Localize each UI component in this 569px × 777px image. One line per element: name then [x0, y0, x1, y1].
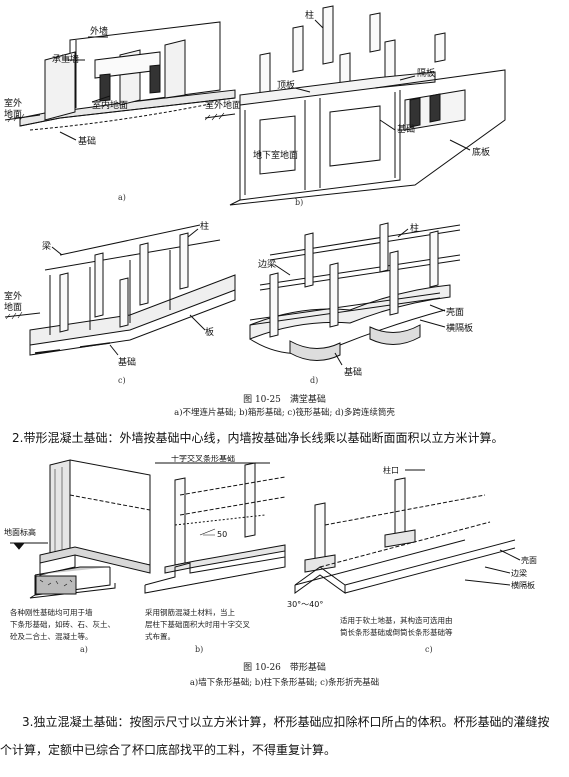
label-edge-beam: 边梁	[511, 568, 527, 578]
figure-10-26-c: 柱口 壳面 边梁 横隔板 30°～40° 适用于软土地基，其构造可选用由 筒长条…	[285, 455, 569, 655]
label-foundation: 基础	[78, 135, 96, 147]
figure-caption-10-26: 图 10-26 带形基础	[243, 663, 326, 673]
label-outdoor-ground: 室外地面	[205, 99, 241, 111]
figure-10-25-b: 柱 隔板 顶板 室外地面 基础 地下室地面 底板 b)	[205, 0, 569, 215]
label-angle: 30°～40°	[287, 600, 323, 609]
sub-label-a: a)	[80, 645, 88, 654]
note-b-2: 层柱下基础面积大时用十字交叉	[145, 619, 250, 629]
note-a-3: 砼及二合土、混凝土等。	[10, 631, 93, 641]
figure-subcaption-10-26: a)墙下条形基础; b)柱下条形基础; c)条形折壳基础	[189, 678, 380, 688]
label-column: 柱	[410, 222, 419, 234]
figure-10-25-d: 柱 边梁 壳面 横隔板 基础 d)	[230, 215, 569, 390]
note-c-1: 适用于软土地基，其构造可选用由	[340, 615, 453, 625]
label-column: 柱	[200, 220, 209, 232]
label-diaphragm: 横隔板	[511, 580, 535, 590]
note-a-1: 各种刚性基础均可用于墙	[10, 607, 93, 617]
label-foundation: 基础	[397, 123, 415, 135]
label-indoor-ground: 室内地面	[92, 99, 128, 111]
paragraph-isolated-foundation-line2: 个计算，定额中已综合了杯口底部找平的工料，不得重复计算。	[0, 743, 337, 757]
paragraph-isolated-foundation-line1: 3.独立混凝土基础：按图示尺寸以立方米计算，杯形基础应扣除杯口所占的体积。杯形基…	[22, 715, 550, 729]
label-ground: 地面	[4, 108, 22, 120]
label-slab: 板	[205, 326, 214, 338]
label-shell: 壳面	[446, 306, 464, 318]
figure-10-25-c: 柱 梁 室外 地面 板 基础 c)	[0, 215, 240, 390]
label-bearing-wall: 承重墙	[52, 53, 79, 65]
figure-subcaption-10-25: a)不埋连片基础; b)箱形基础; c)筏形基础; d)多跨连续筒壳	[174, 408, 395, 418]
label-dimension-50: 50	[217, 530, 227, 539]
label-cup-mouth: 柱口	[383, 465, 399, 475]
sub-label-b: b)	[295, 198, 303, 207]
label-beam: 梁	[42, 240, 51, 252]
label-outdoor: 室外	[4, 290, 22, 302]
label-bottom-slab: 底板	[472, 146, 490, 158]
label-foundation: 基础	[118, 356, 136, 368]
label-column: 柱	[305, 9, 314, 21]
note-a-2: 下条形基础，如砖、石、灰土、	[10, 619, 115, 629]
label-ground: 地面	[4, 301, 22, 313]
figure-10-25-a: 外墙 承重墙 室外 地面 室内地面 基础 a)	[0, 0, 240, 215]
label-diaphragm: 横隔板	[446, 322, 473, 334]
figure-10-26-a: 地面标高 各种刚性基础均可用于墙 下条形基础，如砖、石、灰土、 砼及二合土、混凝…	[0, 455, 160, 655]
label-outdoor: 室外	[4, 97, 22, 109]
sub-label-a: a)	[118, 193, 126, 202]
sub-label-c: c)	[425, 645, 433, 654]
sub-label-b: b)	[195, 645, 203, 654]
paragraph-strip-foundation: 2.带形混凝土基础：外墙按基础中心线，内墙按基础净长线乘以基础断面面积以立方米计…	[12, 431, 504, 445]
note-b-3: 式布置。	[145, 631, 175, 641]
note-c-2: 筒长条形基础或倒筒长条形基础等	[340, 627, 453, 637]
label-edge-beam: 边梁	[258, 258, 276, 270]
label-outer-wall: 外墙	[90, 25, 108, 37]
label-cross-strip: 十字交叉条形基础	[171, 455, 235, 463]
label-foundation: 基础	[344, 366, 362, 378]
label-top-slab: 顶板	[277, 79, 295, 91]
figure-10-26-b: 十字交叉条形基础 50 采用钢筋混凝土材料，当上 层柱下基础面积大时用十字交叉 …	[135, 455, 295, 655]
label-basement-ground: 地下室地面	[253, 149, 298, 161]
figure-caption-10-25: 图 10-25 满堂基础	[243, 395, 326, 405]
sub-label-d: d)	[310, 376, 318, 385]
label-partition: 隔板	[417, 67, 435, 79]
label-shell: 壳面	[521, 555, 537, 565]
sub-label-c: c)	[118, 376, 126, 385]
note-b-1: 采用钢筋混凝土材料，当上	[145, 607, 235, 617]
label-ground-elevation: 地面标高	[4, 527, 36, 537]
